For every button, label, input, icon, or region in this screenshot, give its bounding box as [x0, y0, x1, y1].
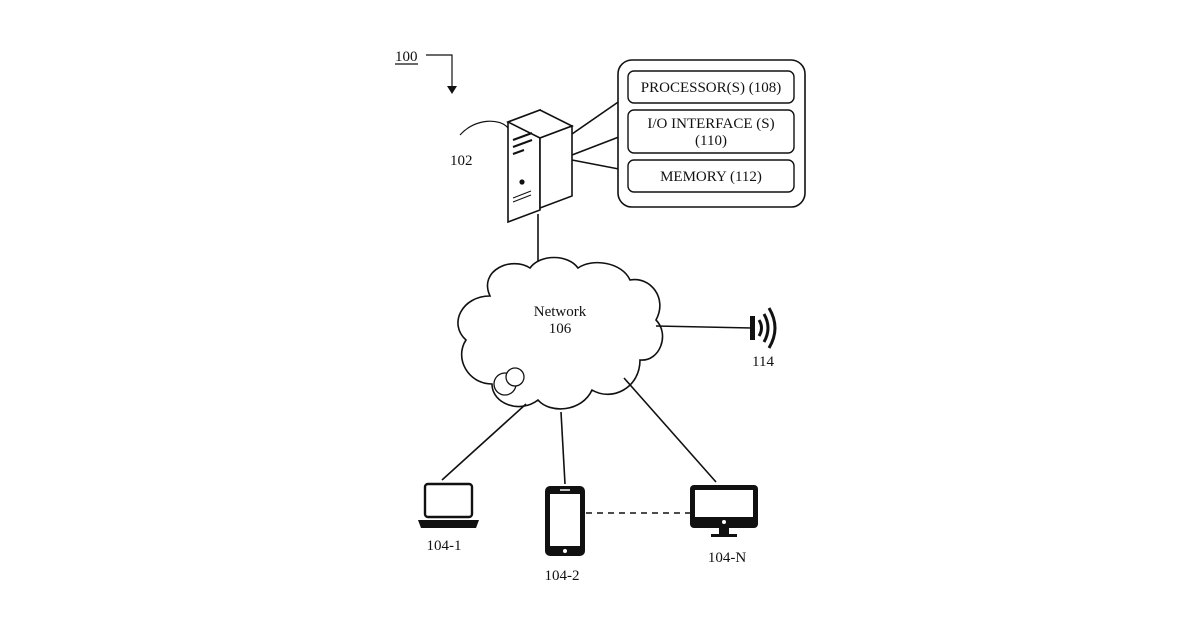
figure-ref-group: 100 [395, 49, 457, 94]
network-laptop-link [442, 404, 526, 480]
network-label: Network [534, 304, 587, 320]
server-ref-leader [460, 121, 508, 135]
connector-processor [572, 98, 624, 134]
desktop-ref-label: 104-N [708, 550, 746, 566]
sensor-ref-label: 114 [752, 354, 774, 370]
connector-memory [572, 160, 624, 170]
figure-ref-arrowhead [447, 86, 457, 94]
network-ref-label: 106 [549, 321, 572, 337]
figure-ref-arrow-shaft [426, 55, 452, 88]
desktop-monitor-icon [690, 485, 758, 537]
phone-ref-label: 104-2 [545, 568, 580, 584]
io-interface-label-line2: (110) [695, 133, 727, 149]
wireless-sensor-icon [750, 308, 775, 348]
smartphone-icon [545, 486, 585, 556]
processor-label: PROCESSOR(S) (108) [641, 80, 781, 96]
figure-ref-label: 100 [395, 49, 418, 65]
server-ref-label: 102 [450, 153, 473, 169]
io-interface-label-line1: I/O INTERFACE (S) [647, 116, 774, 132]
laptop-ref-label: 104-1 [427, 538, 462, 554]
component-panel: PROCESSOR(S) (108) I/O INTERFACE (S) (11… [618, 60, 805, 207]
memory-label: MEMORY (112) [660, 169, 762, 185]
network-desktop-link [624, 378, 716, 482]
network-phone-link [561, 412, 565, 484]
network-sensor-link [656, 326, 752, 328]
connector-io [572, 135, 624, 155]
laptop-icon [418, 484, 479, 528]
server-icon [508, 110, 572, 222]
